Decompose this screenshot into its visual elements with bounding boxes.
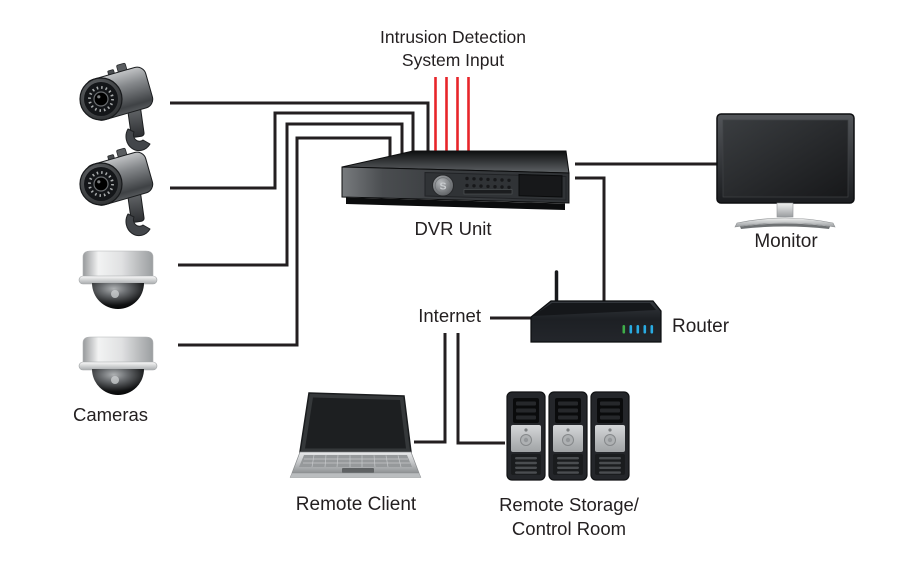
cable-internet-to-remote-storage — [456, 333, 505, 445]
laptop-screen — [305, 397, 406, 449]
dvr-display — [518, 173, 563, 198]
intrusion-detection-lines — [434, 77, 470, 153]
remote-storage-label: Remote Storage/ Control Room — [496, 493, 642, 541]
intrusion-detection-title: Intrusion Detection System Input — [323, 26, 583, 72]
bullet-camera-2 — [78, 141, 157, 237]
dome-camera-2 — [78, 336, 158, 396]
remote-storage-towers — [506, 391, 630, 481]
intrusion-title-line1: Intrusion Detection — [380, 27, 526, 47]
monitor-label: Monitor — [754, 231, 818, 252]
cable-bullet-camera-2-to-dvr — [170, 111, 415, 190]
dvr-unit-label: DVR Unit — [414, 218, 492, 239]
monitor — [716, 113, 855, 229]
cable-internet-to-remote-client — [414, 333, 447, 444]
dvr-slot — [463, 189, 513, 195]
laptop-touchpad — [342, 468, 374, 473]
connector-lines — [170, 101, 720, 445]
dvr-knob-glyph: S — [439, 181, 446, 193]
remote-client-label: Remote Client — [295, 494, 417, 515]
server-tower-3 — [590, 391, 630, 481]
dome-camera-1 — [78, 250, 158, 310]
laptop-keyboard — [299, 455, 412, 467]
remote-storage-label-line1: Remote Storage/ — [499, 494, 639, 515]
cameras-label: Cameras — [73, 404, 149, 425]
router-leds — [622, 325, 654, 334]
monitor-screen — [722, 119, 849, 198]
remote-client-laptop — [289, 392, 422, 478]
cable-bullet-camera-1-to-dvr — [170, 101, 430, 162]
bullet-camera-1 — [78, 56, 157, 152]
server-tower-1 — [506, 391, 546, 481]
cable-dome-camera-2-to-dvr — [178, 136, 392, 347]
cable-dvr-to-router — [575, 176, 606, 301]
dvr-buttons — [465, 176, 511, 189]
router-device — [530, 270, 662, 343]
server-tower-2 — [548, 391, 588, 481]
remote-storage-label-line2: Control Room — [511, 518, 627, 539]
intrusion-title-line2: System Input — [401, 50, 505, 70]
dvr-unit: S — [341, 150, 570, 210]
cable-dome-camera-1-to-dvr — [178, 122, 404, 267]
internet-label: Internet — [418, 305, 481, 326]
router-label: Router — [672, 316, 730, 337]
